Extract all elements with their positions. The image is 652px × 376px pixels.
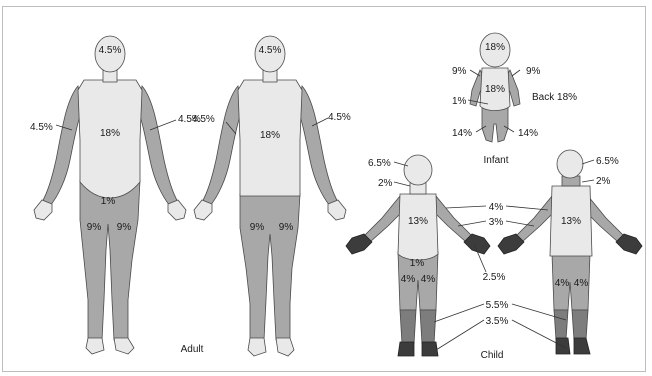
infant-left-arm-label: 9% (452, 66, 467, 77)
child-thigh-front-r-label: 4% (421, 274, 436, 285)
child-front-left-arm (364, 196, 404, 242)
adult-front-figure (34, 36, 186, 354)
adult-back-left-arm (202, 86, 242, 206)
child-lower-leg-label: 5.5% (486, 300, 509, 311)
infant-left-leg-label: 14% (452, 128, 472, 139)
adult-front-head-label: 4.5% (99, 45, 122, 56)
child-thigh-front-l-label: 4% (401, 274, 416, 285)
adult-front-left-arm (42, 86, 82, 206)
child-back-head (557, 150, 583, 178)
infant-torso-label: 18% (485, 84, 505, 95)
adult-back-right-arm-label: 4.5% (328, 112, 351, 123)
child-front-right-arm (432, 196, 472, 242)
adult-front-right-hand (168, 200, 186, 220)
child-back-left-arm (516, 196, 556, 242)
child-back-feet (556, 338, 590, 354)
adult-caption: Adult (181, 344, 204, 355)
adult-back-figure (194, 36, 346, 356)
adult-back-right-leg-label: 9% (279, 222, 294, 233)
child-front-torso (398, 194, 438, 260)
child-back-figure (498, 150, 642, 354)
infant-back-label: Back 18% (532, 92, 577, 103)
adult-back-left-leg-label: 9% (250, 222, 265, 233)
child-genital-label: 1% (410, 258, 425, 269)
child-head-back-label: 6.5% (596, 156, 619, 167)
child-back-lower-legs (554, 310, 588, 340)
adult-front-right-arm (138, 86, 178, 206)
adult-back-right-arm (298, 86, 338, 206)
child-upper-arm-label: 4% (489, 202, 504, 213)
adult-back-torso-label: 18% (260, 130, 280, 141)
adult-front-torso-label: 18% (100, 128, 120, 139)
infant-caption: Infant (483, 155, 508, 166)
child-neck-back-label: 2% (596, 176, 611, 187)
adult-front-left-leg-label: 9% (87, 222, 102, 233)
child-head-front-label: 6.5% (368, 158, 391, 169)
child-neck-front-label: 2% (378, 178, 393, 189)
child-front-figure (346, 155, 490, 356)
child-thigh-back-l-label: 4% (555, 278, 570, 289)
child-caption: Child (481, 350, 504, 361)
adult-back-left-hand (194, 200, 212, 220)
child-thigh-back-r-label: 4% (574, 278, 589, 289)
infant-legs (482, 106, 508, 142)
child-torso-front-label: 13% (408, 216, 428, 227)
infant-right-arm-label: 9% (526, 66, 541, 77)
infant-genital-label: 1% (452, 96, 467, 107)
adult-back-head-label: 4.5% (259, 45, 282, 56)
adult-front-right-foot (114, 338, 134, 354)
adult-front-genital-label: 1% (101, 196, 116, 207)
child-front-head (404, 155, 432, 185)
child-hand-label: 2.5% (483, 272, 506, 283)
adult-front-left-foot (86, 338, 104, 354)
adult-back-right-hand (328, 200, 346, 220)
infant-head-label: 18% (485, 42, 505, 53)
child-front-lower-legs (400, 310, 436, 344)
adult-back-left-arm-label: 4.5% (192, 114, 215, 125)
adult-front-torso (78, 80, 142, 198)
adult-front-right-leg-label: 9% (117, 222, 132, 233)
child-foot-label: 3.5% (486, 316, 509, 327)
adult-front-left-arm-label: 4.5% (30, 122, 53, 133)
adult-back-legs (240, 194, 300, 340)
adult-back-right-foot (276, 338, 294, 356)
child-forearm-label: 3% (489, 217, 504, 228)
child-front-feet (398, 342, 438, 356)
infant-right-leg-label: 14% (518, 128, 538, 139)
child-torso-back-label: 13% (561, 216, 581, 227)
adult-front-left-hand (34, 200, 52, 220)
adult-back-left-foot (248, 338, 266, 356)
